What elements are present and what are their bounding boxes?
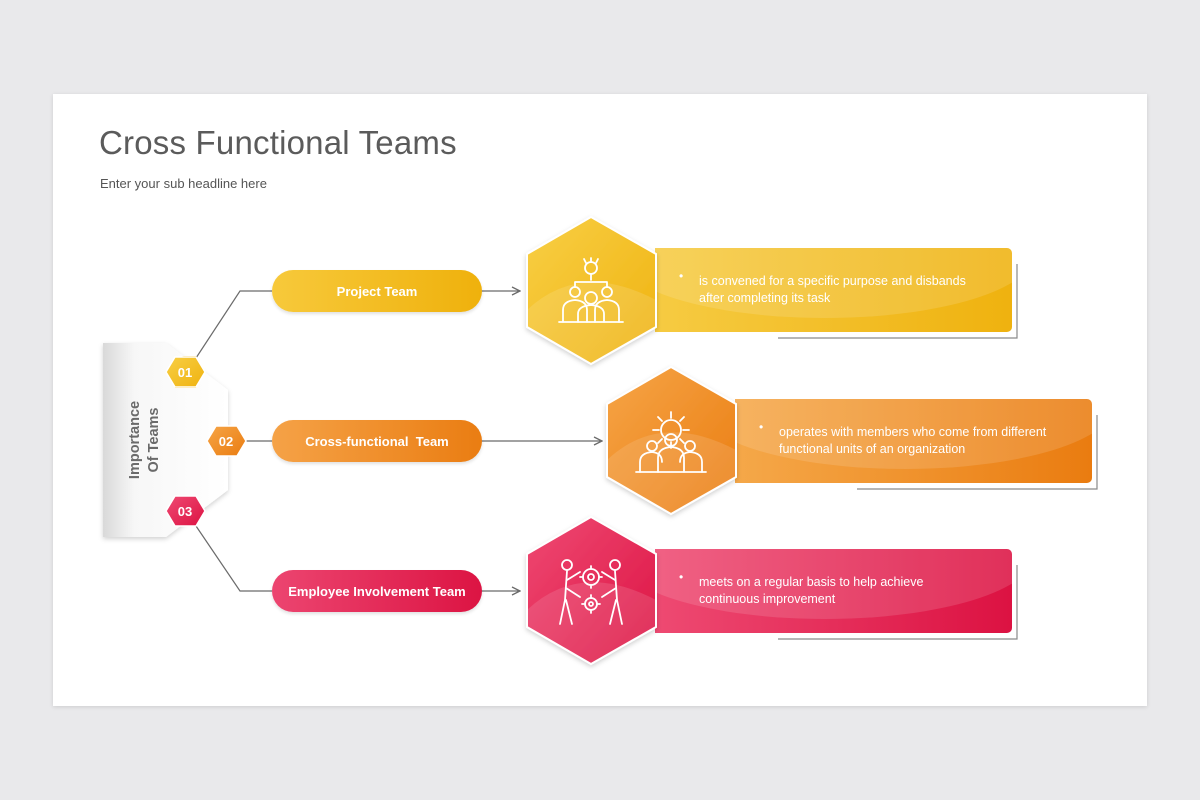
badge-01-hex [165,356,206,388]
team-pill-cross-functional[interactable]: Cross-functional Team [272,420,482,462]
team-description-line: after completing its task [699,291,831,305]
page-title: Cross Functional Teams [99,124,457,161]
frame-line-1 [778,264,1018,339]
center-hexagon [103,343,228,537]
team-description-line: is convened for a specific purpose and d… [699,274,966,288]
team-description-line: functional units of an organization [779,442,966,456]
team-description-line: operates with members who come from diff… [779,425,1047,439]
page-subtitle: Enter your sub headline here [100,176,267,191]
frame-line-3 [778,565,1018,640]
center-label-line2: Of Teams [145,407,162,473]
connector-line-1 [195,290,272,359]
center-label: Importance Of Teams [105,370,185,510]
team-pill-label: Project Team [336,283,418,299]
bullet-icon: • [759,419,764,434]
bullet-icon: • [679,268,684,283]
team-pill-project[interactable]: Project Team [272,270,482,312]
badge-number-02: 02 [218,433,234,449]
team-description-box-1: • is convened for a specific purpose and… [655,248,1012,332]
team-pill-label: Cross-functional Team [305,433,449,449]
team-description-line: meets on a regular basis to help achieve [699,575,924,589]
badge-number-01: 01 [177,364,193,380]
connector-line-3 [195,525,272,592]
bullet-icon: • [679,569,684,584]
team-description-line: continuous improvement [699,592,836,606]
badge-02-hex [206,425,247,457]
frame-line-2 [857,415,1098,490]
badge-03-hex [165,495,206,527]
team-description-box-2: • operates with members who come from di… [735,399,1092,483]
team-pill-label: Employee Involvement Team [288,583,466,599]
team-pill-employee-involvement[interactable]: Employee Involvement Team [272,570,482,612]
center-label-line1: Importance [126,400,143,480]
badge-number-03: 03 [177,503,193,519]
team-description-box-3: • meets on a regular basis to help achie… [655,549,1012,633]
